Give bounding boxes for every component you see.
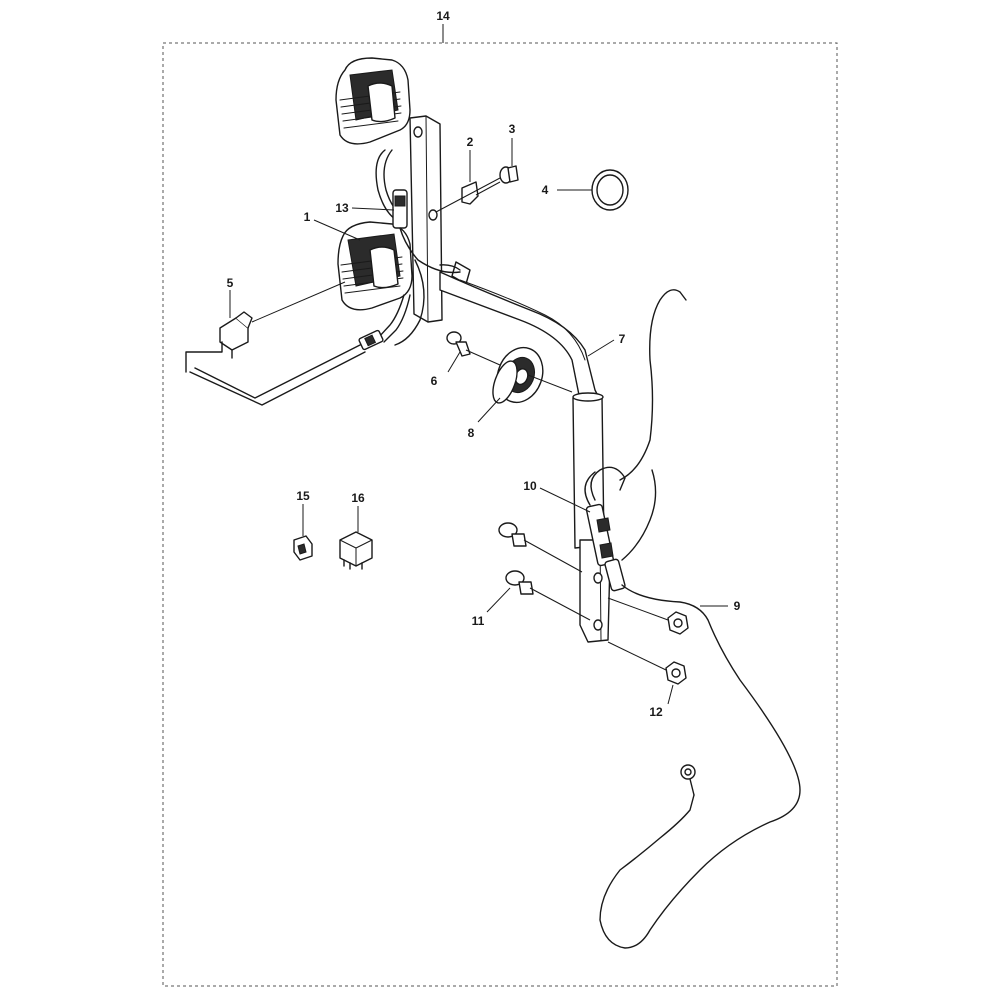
- part-12-nuts: [607, 597, 689, 705]
- cable-harness: [584, 289, 801, 949]
- callout-11: 11: [472, 614, 485, 628]
- part-8-knob: [477, 346, 573, 423]
- callout-3: 3: [509, 122, 516, 136]
- callout-2: 2: [467, 135, 474, 149]
- callout-13: 13: [335, 201, 349, 215]
- upper-work-light: [335, 57, 411, 145]
- leader-10: [539, 487, 591, 513]
- callout-14: 14: [436, 9, 450, 23]
- assembly-frame: [162, 42, 838, 987]
- leader-13: [351, 207, 395, 211]
- part-6-bolt: [446, 331, 501, 373]
- callout-6: 6: [431, 374, 438, 388]
- part-15-fuse: [293, 504, 313, 561]
- callout-1: 1: [304, 210, 311, 224]
- light-wiring: [189, 149, 471, 406]
- callout-15: 15: [296, 489, 310, 503]
- callout-5: 5: [227, 276, 234, 290]
- part-5-switch: [185, 281, 346, 373]
- part-11-bolts: [486, 522, 591, 621]
- part-4-ring: [557, 169, 629, 211]
- callout-12: 12: [649, 705, 663, 719]
- lower-work-light: [337, 221, 413, 311]
- callout-9: 9: [734, 599, 741, 613]
- callout-8: 8: [468, 426, 475, 440]
- callout-4: 4: [542, 183, 549, 197]
- part-3-bolt: [435, 138, 519, 213]
- leader-1: [313, 219, 361, 241]
- callout-7: 7: [619, 332, 626, 346]
- callout-16: 16: [351, 491, 365, 505]
- callout-10: 10: [523, 479, 537, 493]
- part-2-clip: [461, 150, 501, 205]
- part-16-relay: [339, 506, 373, 570]
- light-mounting-bar: [409, 115, 443, 323]
- leader-7: [587, 339, 615, 357]
